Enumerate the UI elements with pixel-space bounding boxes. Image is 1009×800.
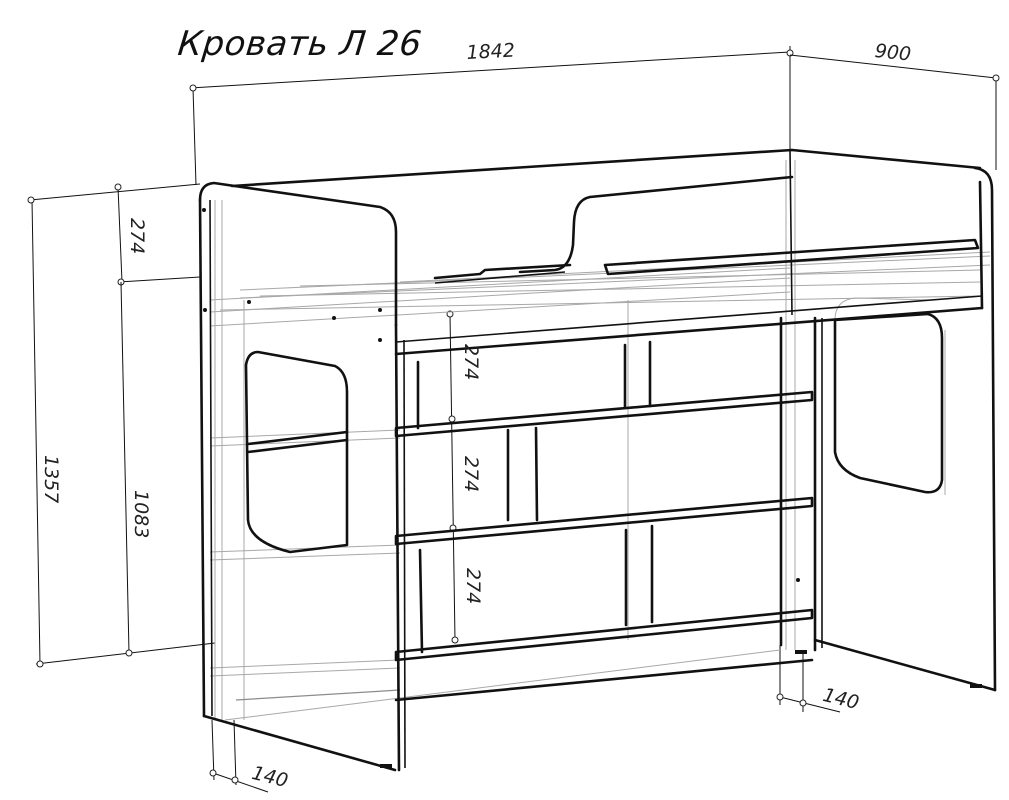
dimension-rail-height-label: 274 bbox=[126, 218, 148, 255]
dimension-length-label: 1842 bbox=[466, 39, 516, 64]
right-end-panel bbox=[973, 166, 997, 692]
dimension-shelf-spacing-2-label: 274 bbox=[460, 456, 482, 493]
dimension-shelf-spacing-1-label: 274 bbox=[460, 344, 482, 381]
back-guard-rail bbox=[518, 175, 794, 274]
dimension-lines bbox=[27, 46, 1000, 793]
dimension-shelf-spacing-3-label: 274 bbox=[462, 568, 484, 605]
left-end-panel bbox=[198, 181, 398, 327]
shelves bbox=[394, 316, 814, 702]
bed-frame bbox=[198, 148, 997, 772]
dimension-total-height-label: 1357 bbox=[40, 455, 62, 504]
left-window-cutout bbox=[244, 350, 349, 554]
dimension-depth-label: 900 bbox=[873, 40, 913, 66]
dimension-platform-height-label: 1083 bbox=[130, 490, 152, 539]
hidden-lines bbox=[209, 160, 991, 721]
right-window-cutout bbox=[833, 312, 944, 494]
top-slat-board bbox=[603, 238, 980, 276]
